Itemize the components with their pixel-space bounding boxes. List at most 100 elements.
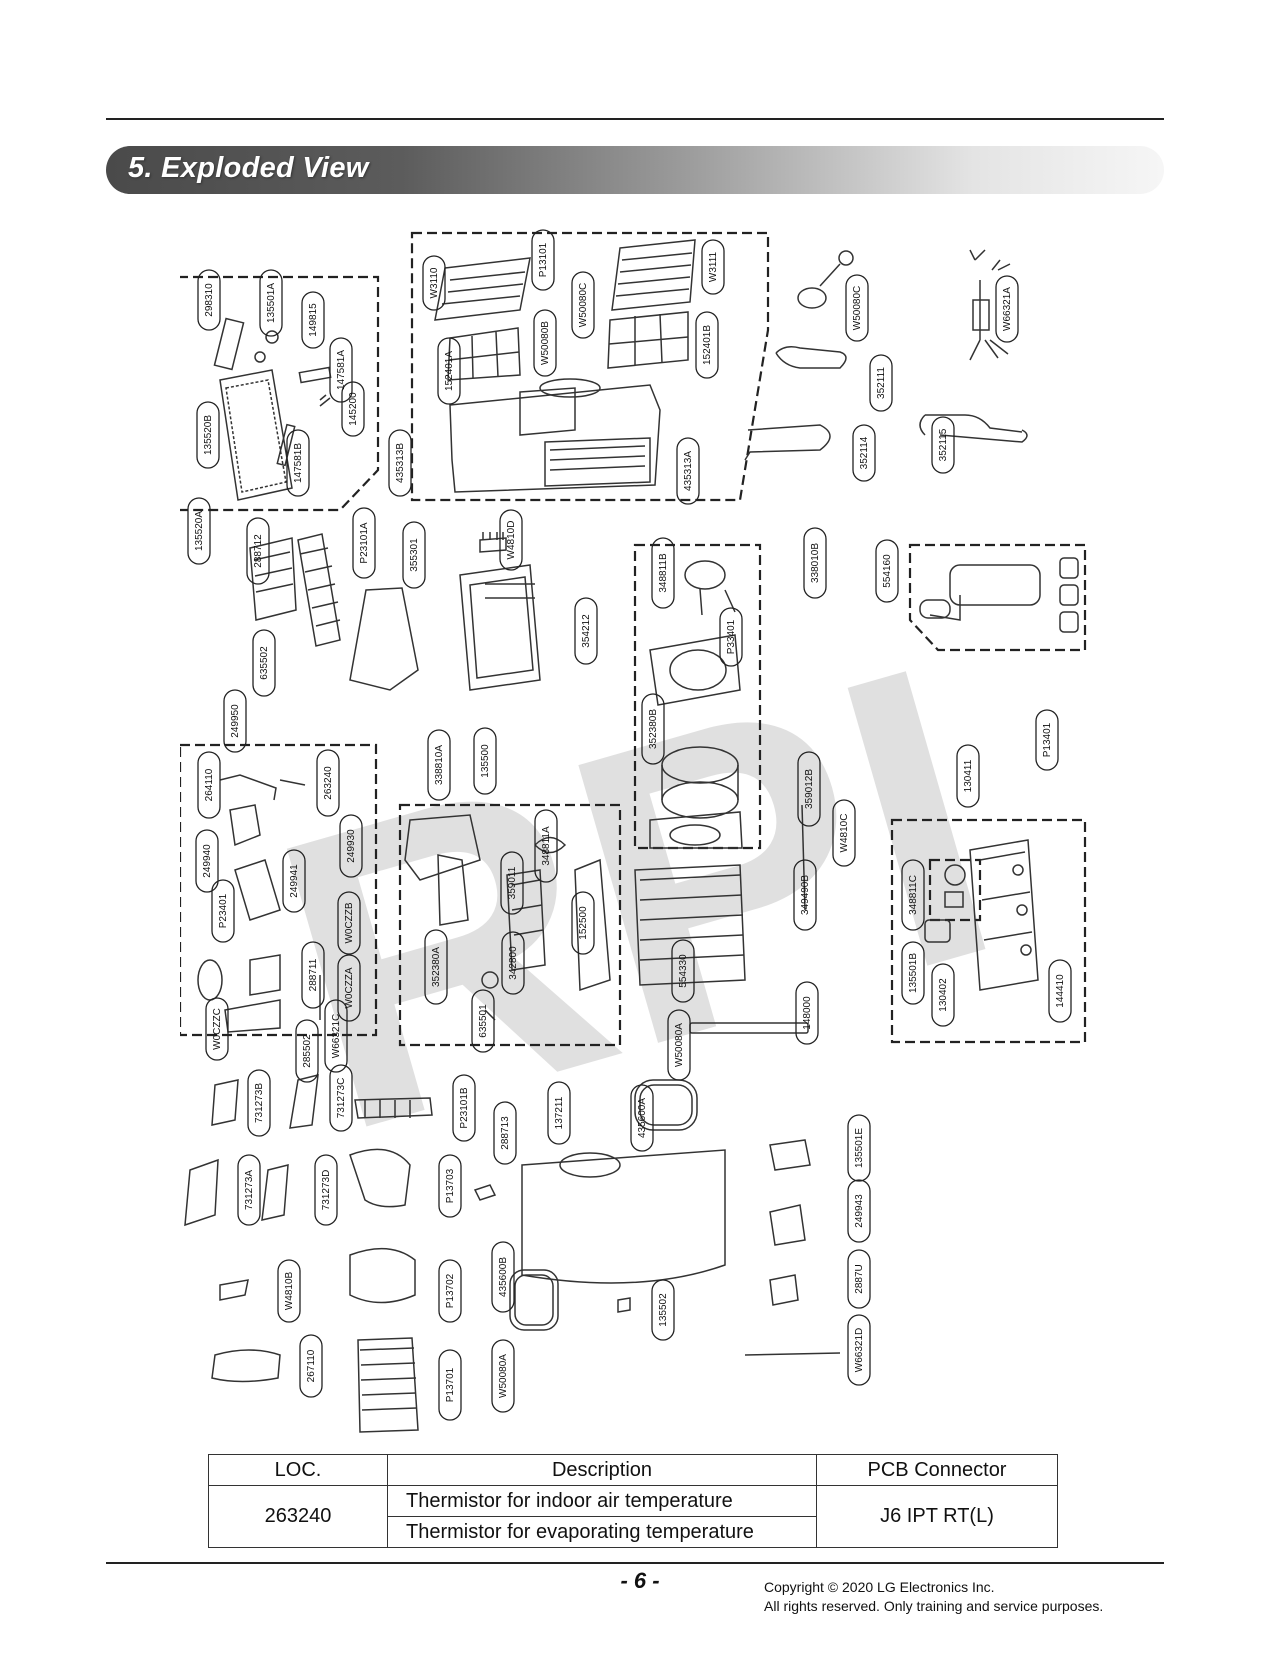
label-264110: 264110 xyxy=(204,768,215,801)
label-731273C: 731273C xyxy=(336,1078,347,1119)
label-352380A: 352380A xyxy=(431,947,442,987)
label-P13702: P13702 xyxy=(445,1273,456,1308)
label-W0CZZB: W0CZZB xyxy=(344,902,355,943)
label-W0CZZA: W0CZZA xyxy=(344,967,355,1008)
group-box-compressor xyxy=(908,543,1087,652)
label-144410: 144410 xyxy=(1055,974,1066,1008)
label-288711: 288711 xyxy=(308,958,319,991)
cell-loc: 263240 xyxy=(208,1485,388,1548)
label-P33401: P33401 xyxy=(726,619,737,654)
group-box-drain-inner xyxy=(928,858,982,922)
label-135520A: 135520A xyxy=(194,511,205,551)
label-147581A: 147581A xyxy=(336,350,347,390)
label-W50080C-top: W50080C xyxy=(578,283,589,327)
label-554160: 554160 xyxy=(882,554,893,588)
part-label-bubbles: 298310 135501A 149815 147581A 145200 135… xyxy=(187,229,1072,1421)
label-288713: 288713 xyxy=(500,1116,511,1150)
label-W4810D: W4810D xyxy=(506,521,517,560)
label-W3110: W3110 xyxy=(429,267,440,298)
cell-description-1: Thermistor for indoor air temperature xyxy=(387,1485,817,1517)
exploded-view-diagram: RPI xyxy=(176,220,1100,1450)
label-P13701: P13701 xyxy=(445,1367,456,1402)
label-149815: 149815 xyxy=(308,303,319,337)
header-loc: LOC. xyxy=(208,1454,388,1486)
label-137211: 137211 xyxy=(554,1096,565,1129)
label-135501B: 135501B xyxy=(908,953,919,993)
label-435313A: 435313A xyxy=(683,451,694,491)
label-P23101B: P23101B xyxy=(459,1087,470,1128)
label-352114: 352114 xyxy=(859,436,870,469)
label-249943: 249943 xyxy=(854,1194,865,1228)
label-731273D: 731273D xyxy=(321,1170,332,1211)
table-row: 263240 Thermistor for indoor air tempera… xyxy=(208,1485,1058,1548)
label-348811B: 348811B xyxy=(658,553,669,593)
label-W4810C: W4810C xyxy=(839,814,850,853)
label-W66321D: W66321D xyxy=(854,1328,865,1372)
label-135501E: 135501E xyxy=(854,1128,865,1168)
label-147581B: 147581B xyxy=(293,443,304,483)
copyright-line-2: All rights reserved. Only training and s… xyxy=(764,1598,1104,1614)
table-row: Thermistor for evaporating temperature xyxy=(209,1516,1058,1548)
group-box-filters-cabinet xyxy=(410,231,770,502)
label-435600A: 435600A xyxy=(637,1098,648,1138)
label-135501A: 135501A xyxy=(266,283,277,323)
label-352380B: 352380B xyxy=(648,709,659,749)
label-P23101A: P23101A xyxy=(359,522,370,563)
label-W50080B: W50080B xyxy=(540,321,551,365)
label-130402: 130402 xyxy=(938,978,949,1012)
label-135502: 135502 xyxy=(658,1293,669,1327)
label-148000: 148000 xyxy=(802,996,813,1030)
label-267110: 267110 xyxy=(306,1349,317,1382)
part-sketches xyxy=(184,239,1079,1433)
label-731273B: 731273B xyxy=(254,1083,265,1123)
label-635501: 635501 xyxy=(478,1004,489,1038)
label-249930: 249930 xyxy=(346,829,357,863)
label-359011: 359011 xyxy=(507,866,518,899)
label-145200: 145200 xyxy=(348,392,359,426)
label-135520B: 135520B xyxy=(203,415,214,455)
cell-pcb-connector: J6 IPT RT(L) xyxy=(816,1485,1058,1548)
label-152401A: 152401A xyxy=(444,351,455,391)
page-number: - 6 - xyxy=(620,1568,660,1593)
section-title-bar: 5. Exploded View xyxy=(106,146,1164,194)
label-135500: 135500 xyxy=(480,744,491,778)
copyright-line-1: Copyright © 2020 LG Electronics Inc. xyxy=(764,1579,995,1595)
label-W66321A: W66321A xyxy=(1002,287,1013,331)
label-354212: 354212 xyxy=(581,614,592,648)
label-348811A: 348811A xyxy=(541,826,552,866)
label-P23401: P23401 xyxy=(218,893,229,928)
label-298310: 298310 xyxy=(204,283,215,317)
label-635502: 635502 xyxy=(259,646,270,680)
label-349490B: 349490B xyxy=(800,875,811,915)
group-box-blower xyxy=(633,543,762,850)
label-348811C: 348811C xyxy=(908,875,919,915)
label-152401B: 152401B xyxy=(702,325,713,365)
label-W0CZZC: W0CZZC xyxy=(212,1008,223,1050)
label-263240: 263240 xyxy=(323,766,334,800)
group-box-fan-assembly xyxy=(398,803,622,1047)
label-W4810B: W4810B xyxy=(284,1271,295,1310)
label-249940: 249940 xyxy=(202,844,213,878)
label-338010B: 338010B xyxy=(810,543,821,583)
label-W66321C: W66321C xyxy=(331,1014,342,1058)
label-130411: 130411 xyxy=(963,759,974,792)
label-2887U: 2887U xyxy=(854,1264,865,1293)
group-box-control-box xyxy=(178,743,378,1037)
group-box-drain xyxy=(890,818,1087,1044)
section-title: 5. Exploded View xyxy=(128,152,369,184)
label-W50080A-bot: W50080A xyxy=(498,1354,509,1398)
table-header-row: LOC. Description PCB Connector xyxy=(208,1454,1058,1486)
label-W50080C-right: W50080C xyxy=(852,286,863,330)
label-152500: 152500 xyxy=(578,906,589,940)
label-359012B: 359012B xyxy=(804,769,815,809)
footer-rule xyxy=(106,1562,1164,1564)
label-352115: 352115 xyxy=(938,428,949,461)
cell-description-2: Thermistor for evaporating temperature xyxy=(387,1516,817,1548)
label-554330: 554330 xyxy=(678,954,689,988)
label-P13703: P13703 xyxy=(445,1168,456,1203)
header-description: Description xyxy=(387,1454,817,1486)
label-342800: 342800 xyxy=(508,946,519,980)
copyright: Copyright © 2020 LG Electronics Inc. All… xyxy=(764,1578,1103,1616)
label-P13101: P13101 xyxy=(538,242,549,277)
header-pcb-connector: PCB Connector xyxy=(816,1454,1058,1486)
